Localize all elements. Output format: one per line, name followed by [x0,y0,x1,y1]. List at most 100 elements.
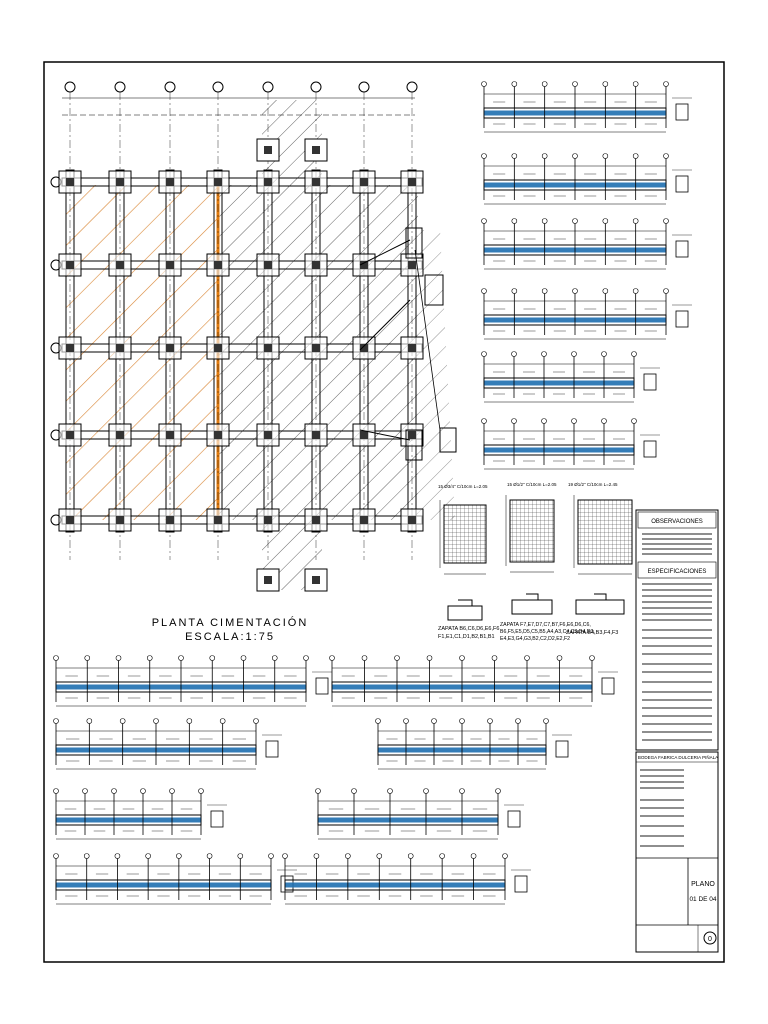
axis-bubble [114,81,126,93]
axis-bubble [511,153,518,159]
column [166,431,174,439]
beam-elevation [315,788,524,840]
axis-bubble [481,418,487,424]
column [312,344,320,352]
axis-bubble [329,655,335,661]
axis-bubble [198,788,204,794]
column [408,344,416,352]
axis-bubble [515,718,521,724]
footing-3-label-1: ZAPATA B4,B3,F4,F3 [566,630,618,636]
axis-bubble [572,153,578,159]
section-box [601,677,615,695]
especificaciones-title: ESPECIFICACIONES [648,569,707,575]
axis-bubble [511,81,518,87]
column [408,261,416,269]
column [116,431,124,439]
column [360,261,368,269]
beam-elevation [53,718,282,770]
axis-bubble [601,418,607,424]
reinforcement-band [318,817,498,823]
axis-bubble [146,655,153,661]
beam-elevation [282,853,531,905]
axis-bubble [481,351,487,357]
foundation-plan: PLANTA CIMENTACIÓN ESCALA:1:75 [50,81,457,643]
axis-bubble [541,288,548,294]
column [116,344,124,352]
notes-panel: OBSERVACIONES ESPECIFICACIONES [635,509,719,751]
column [264,431,272,439]
axis-bubble [423,788,429,794]
beam-elevation [329,655,618,707]
column [408,431,416,439]
axis-bubble [387,788,393,794]
column [166,516,174,524]
axis-bubble [361,655,368,661]
beam-elevation [481,288,692,340]
axis-bubble [268,853,274,859]
section-box [315,677,329,695]
axis-bubble [176,853,182,859]
column [312,146,320,154]
axis-bubble [115,655,122,661]
axis-bubble [511,288,518,294]
axis-bubble [406,81,418,93]
column [312,261,320,269]
column [264,576,272,584]
footing-2-label-1: ZAPATA F7,E7,D7,C7,B7,F6,E6,D6,C6, [500,622,591,628]
axis-bubble [375,718,381,724]
section-box [675,310,689,328]
beam-elevation [481,81,692,133]
footing-detail-2: 15 Ø1/2" C/10cm L=2.05 ZAPATA F7,E7,D7,C… [500,482,595,642]
axis-bubble [663,81,669,87]
axis-bubble [663,153,669,159]
axis-bubble [178,655,184,661]
reinforcement-band [484,447,634,453]
column [214,344,222,352]
axis-bubble [111,788,117,794]
axis-bubble [632,81,639,87]
column [166,344,174,352]
section-box [210,810,224,828]
observaciones-title: OBSERVACIONES [651,519,702,525]
column [312,516,320,524]
column [312,178,320,186]
section-box [675,175,689,193]
beam-elevation [375,718,572,770]
axis-bubble [543,718,549,724]
axis-bubble [541,153,548,159]
axis-bubble [394,655,400,661]
axis-bubble [572,218,578,224]
column [166,178,174,186]
beam-elevation [481,153,692,205]
column [66,431,74,439]
axis-bubble [571,351,577,357]
reinforcement-band [56,882,271,888]
axis-bubble [481,218,487,224]
axis-bubble [403,718,409,724]
footing-details: 15 Ø3/4" C/10cm L=2.05 ZAPATA B6,C6,D6,E… [438,482,633,642]
axis-bubble [459,718,465,724]
column [214,261,222,269]
column [264,146,272,154]
axis-bubble [240,655,247,661]
beam-elevation [53,655,332,707]
column [116,261,124,269]
plan-scale: ESCALA:1:75 [185,631,275,643]
axis-bubble [632,288,639,294]
axis-bubble [212,81,224,93]
beam-elevation [53,853,297,905]
footing-detail-3: 19 Ø1/2" C/10cm L=2.45 ZAPATA B4,B3,F4,F… [566,482,633,636]
column [408,178,416,186]
reinforcement-band [484,380,634,386]
axis-bubble [602,288,609,294]
axis-bubble [169,788,175,794]
axis-bubble [632,218,639,224]
axis-bubble [556,655,563,661]
axis-bubble [601,351,607,357]
sheet-border [43,61,725,963]
sheet-number: 01 DE 04 [689,896,716,903]
column [408,516,416,524]
axis-bubble [219,718,226,724]
axis-bubble [53,853,59,859]
axis-bubble [431,718,437,724]
